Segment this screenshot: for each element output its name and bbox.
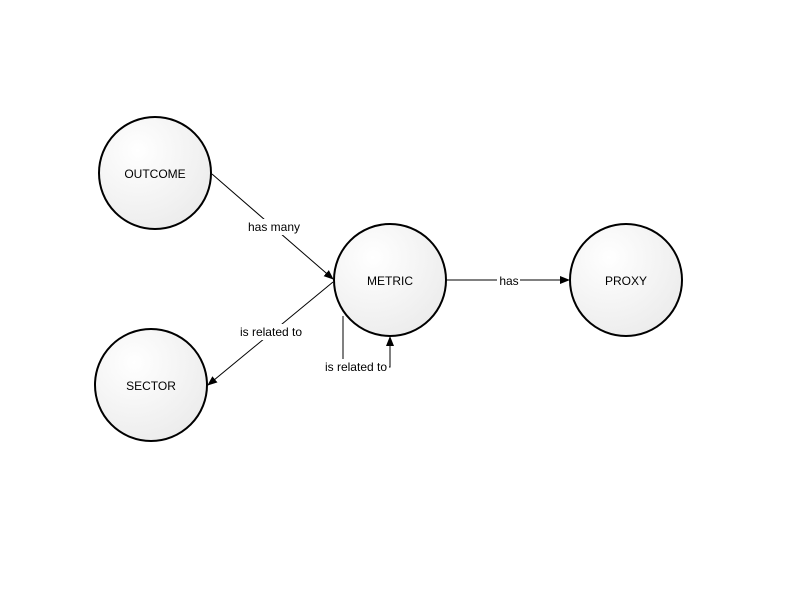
node-sector-circle	[94, 328, 208, 442]
edge-label-self-is-related-to: is related to	[325, 360, 387, 374]
edge-label-is-related-to: is related to	[240, 325, 302, 339]
node-metric-label: METRIC	[367, 274, 413, 288]
node-outcome[interactable]: OUTCOME	[98, 116, 212, 230]
node-metric-circle	[333, 223, 447, 337]
edge-label-has: has	[499, 274, 518, 288]
edge-metric-self[interactable]: is related to	[323, 316, 394, 375]
node-sector[interactable]: SECTOR	[94, 328, 208, 442]
node-sector-label: SECTOR	[126, 379, 176, 393]
node-outcome-circle	[98, 116, 212, 230]
edge-label-has-many: has many	[248, 220, 300, 234]
node-outcome-label: OUTCOME	[124, 167, 185, 181]
node-proxy-circle	[569, 223, 683, 337]
edge-metric-proxy[interactable]: has	[447, 272, 570, 288]
node-proxy-label: PROXY	[605, 274, 647, 288]
edge-outcome-metric[interactable]: has many	[211, 173, 334, 280]
edge-metric-sector[interactable]: is related to	[207, 281, 334, 386]
node-proxy[interactable]: PROXY	[569, 223, 683, 337]
node-metric[interactable]: METRIC	[333, 223, 447, 337]
